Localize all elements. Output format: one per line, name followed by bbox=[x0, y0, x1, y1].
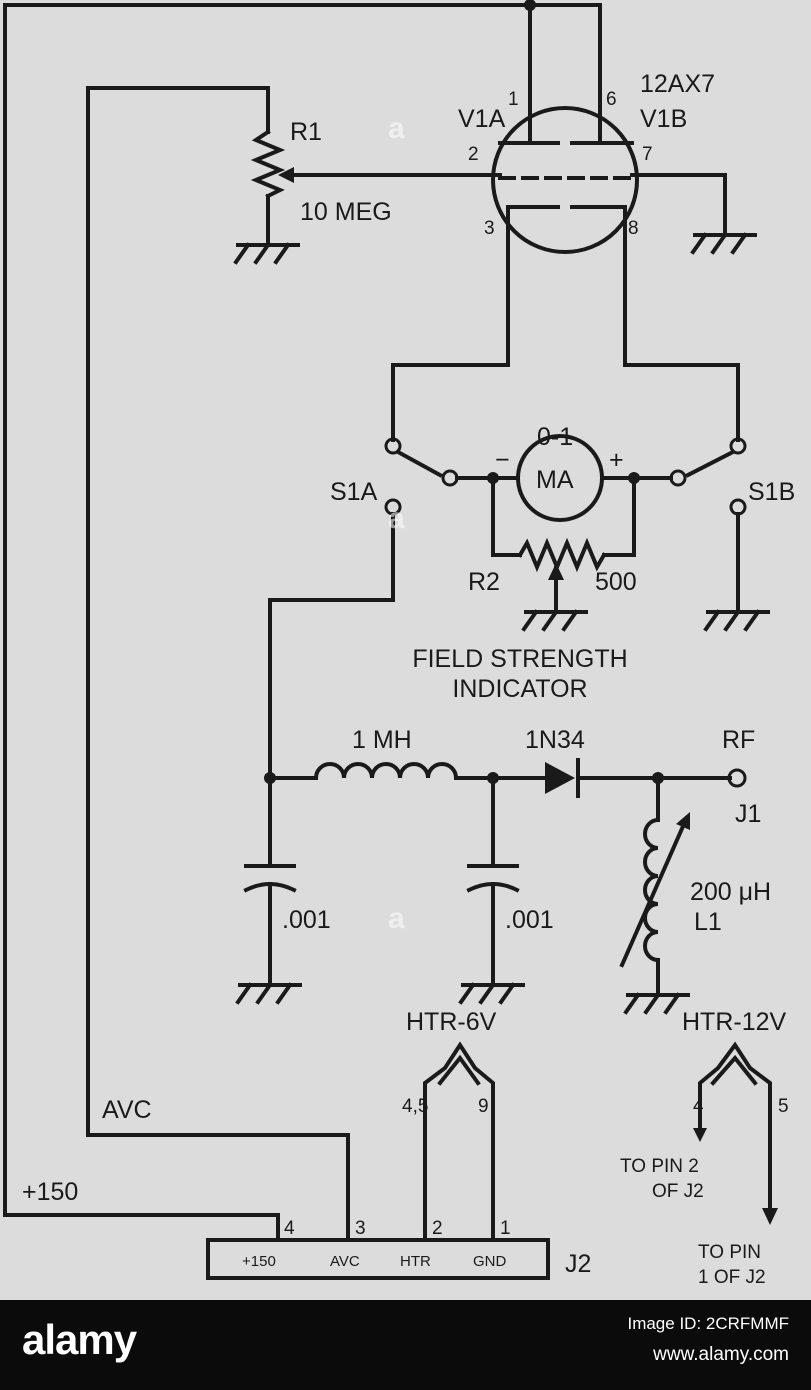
j2-ref-label: J2 bbox=[565, 1250, 591, 1278]
htr12-pin-a: 4 bbox=[693, 1096, 704, 1117]
diode-label: 1N34 bbox=[525, 726, 585, 754]
tube-section-a-label: V1A bbox=[458, 105, 506, 133]
j2-pin-name: +150 bbox=[242, 1253, 276, 1270]
j2-pin-name: GND bbox=[473, 1253, 507, 1270]
b-plus-wire bbox=[3, 3, 532, 1242]
ground-symbol bbox=[235, 982, 302, 1005]
switch-s1b bbox=[669, 437, 747, 516]
ground-symbol bbox=[458, 982, 525, 1005]
cap-left-value: .001 bbox=[282, 906, 331, 934]
ground-symbol bbox=[703, 609, 770, 632]
diagram-title-line2: INDICATOR bbox=[452, 675, 587, 703]
coil-value: 200 μH bbox=[690, 878, 771, 906]
htr6-pin-b: 9 bbox=[478, 1096, 489, 1117]
heater-6v bbox=[423, 1041, 495, 1242]
tube-type-label: 12AX7 bbox=[640, 70, 715, 98]
brand-logo: alamy bbox=[22, 1316, 137, 1363]
meter-unit-label: MA bbox=[536, 466, 574, 494]
watermark-logo: a bbox=[388, 902, 405, 935]
r2-value-label: 500 bbox=[595, 568, 637, 596]
ground-symbol bbox=[623, 992, 690, 1015]
coil-l1 bbox=[619, 776, 690, 997]
r1-value-label: 10 MEG bbox=[300, 198, 392, 226]
j2-pin-num: 1 bbox=[500, 1218, 511, 1239]
watermark-logo: a bbox=[388, 112, 405, 145]
meter-range-label: 0-1 bbox=[537, 423, 573, 451]
htr6-pin-a: 4,5 bbox=[402, 1096, 428, 1117]
j1-label: J1 bbox=[735, 800, 761, 828]
choke-label: 1 MH bbox=[352, 726, 412, 754]
htr12-label: HTR-12V bbox=[682, 1008, 787, 1036]
switch-s1a-label: S1A bbox=[330, 478, 378, 506]
r1-potentiometer bbox=[250, 86, 502, 247]
r1-ref-label: R1 bbox=[290, 118, 322, 146]
heater-12v bbox=[693, 1041, 778, 1225]
avc-wire bbox=[86, 86, 350, 1242]
j2-pin-name: AVC bbox=[330, 1253, 360, 1270]
j2-pin-name: HTR bbox=[400, 1253, 431, 1270]
pin-8-label: 8 bbox=[628, 218, 639, 239]
choke-1mh bbox=[268, 762, 547, 781]
ground-symbol bbox=[521, 609, 588, 632]
htr12-note-b-2: 1 OF J2 bbox=[698, 1267, 766, 1288]
j2-pin-num: 4 bbox=[284, 1218, 295, 1239]
cap-mid-value: .001 bbox=[505, 906, 554, 934]
rf-label: RF bbox=[722, 726, 755, 754]
watermark-logo: a bbox=[388, 502, 405, 535]
r2-potentiometer bbox=[491, 476, 636, 614]
meter-minus-label: − bbox=[495, 446, 510, 474]
capacitor-left bbox=[243, 776, 297, 987]
pin-1-label: 1 bbox=[508, 89, 519, 110]
capacitor-middle bbox=[466, 776, 520, 987]
r2-ref-label: R2 bbox=[468, 568, 500, 596]
avc-label: AVC bbox=[102, 1096, 152, 1124]
pin-2-label: 2 bbox=[468, 144, 479, 165]
b-plus-label: +150 bbox=[22, 1178, 78, 1206]
j2-pin-num: 2 bbox=[432, 1218, 443, 1239]
pin-7-label: 7 bbox=[642, 144, 653, 165]
pin-3-label: 3 bbox=[484, 218, 495, 239]
ground-symbol bbox=[690, 232, 757, 255]
tube-12ax7 bbox=[491, 0, 639, 254]
htr6-label: HTR-6V bbox=[406, 1008, 497, 1036]
coil-ref: L1 bbox=[694, 908, 722, 936]
rf-input-jack-j1 bbox=[727, 768, 747, 788]
image-id-label: Image ID: 2CRFMMF bbox=[627, 1314, 789, 1333]
tube-section-b-label: V1B bbox=[640, 105, 687, 133]
htr12-note-b-1: TO PIN bbox=[698, 1242, 761, 1263]
htr12-note-a-1: TO PIN 2 bbox=[620, 1156, 699, 1177]
meter-plus-label: + bbox=[609, 446, 624, 474]
htr12-note-a-2: OF J2 bbox=[652, 1181, 704, 1202]
diode-1n34 bbox=[545, 758, 732, 798]
htr12-pin-b: 5 bbox=[778, 1096, 789, 1117]
j2-pin-num: 3 bbox=[355, 1218, 366, 1239]
switch-s1b-label: S1B bbox=[748, 478, 795, 506]
site-url-label: www.alamy.com bbox=[653, 1344, 789, 1365]
diagram-title-line1: FIELD STRENGTH bbox=[412, 645, 627, 673]
connector-j2 bbox=[206, 1238, 550, 1280]
pin-6-label: 6 bbox=[606, 89, 617, 110]
meter-0-1ma bbox=[455, 434, 673, 522]
stock-footer-bar: alamy Image ID: 2CRFMMF www.alamy.com bbox=[0, 1300, 811, 1390]
ground-symbol bbox=[233, 242, 300, 265]
